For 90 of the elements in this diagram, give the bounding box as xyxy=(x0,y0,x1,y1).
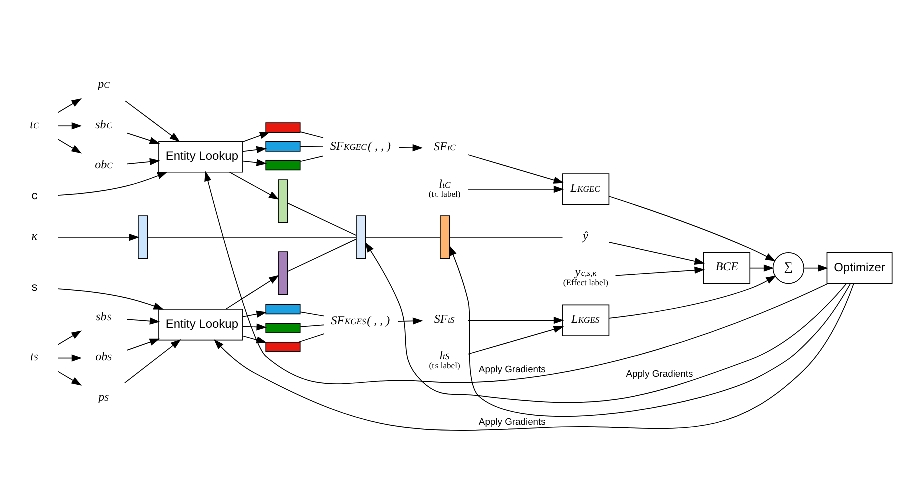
node-box: LKGEC xyxy=(562,173,610,205)
arrow xyxy=(242,323,268,330)
node-text: tC xyxy=(30,116,40,131)
arrow xyxy=(608,196,776,262)
arrow xyxy=(750,264,774,272)
arrow xyxy=(58,138,82,154)
arrow xyxy=(204,170,828,384)
node-text: ŷ xyxy=(583,228,588,242)
arrow xyxy=(804,264,828,272)
node-text: SFtC xyxy=(434,139,456,154)
node-text: ltC xyxy=(439,176,451,190)
arrow xyxy=(242,146,268,153)
arrow xyxy=(125,100,180,142)
connector xyxy=(300,155,324,162)
node-bar xyxy=(266,342,301,352)
node-text: SFtS xyxy=(434,311,455,326)
edge-label: Apply Gradients xyxy=(478,415,546,426)
arrow xyxy=(468,316,564,324)
node-bar xyxy=(266,122,301,132)
node-text: sbS xyxy=(96,308,112,323)
arrow xyxy=(609,275,776,318)
arrow xyxy=(242,310,268,318)
node-text: c xyxy=(32,188,38,202)
node-text: pC xyxy=(98,76,110,91)
node-bar xyxy=(356,215,366,259)
node-box: Entity Lookup xyxy=(158,308,244,340)
connector xyxy=(288,202,357,236)
arrow xyxy=(126,158,160,165)
arrow xyxy=(398,317,424,324)
node-bar xyxy=(138,215,148,259)
arrow xyxy=(126,317,160,324)
connector xyxy=(288,238,357,272)
arrow xyxy=(365,242,847,403)
connector xyxy=(300,311,325,316)
arrow xyxy=(58,354,82,362)
node-bar xyxy=(266,322,301,333)
connector xyxy=(300,131,324,138)
node-box: LKGES xyxy=(562,304,610,336)
arrow xyxy=(615,266,706,276)
node-text: obC xyxy=(95,157,113,172)
connector xyxy=(298,333,325,342)
arrow xyxy=(242,158,268,166)
node-text: sbC xyxy=(96,116,112,131)
node-text: pS xyxy=(98,389,109,404)
node-text: tS xyxy=(30,349,38,364)
arrow xyxy=(450,245,852,417)
connector xyxy=(300,324,325,327)
arrow xyxy=(58,288,164,310)
connector xyxy=(148,236,357,238)
arrow xyxy=(468,154,564,184)
node-box: BCE xyxy=(703,252,751,284)
node-text: SFKGEC( , , ) xyxy=(330,138,392,152)
connector xyxy=(300,146,324,148)
node-box: Entity Lookup xyxy=(158,140,244,172)
arrow xyxy=(242,132,270,142)
arrow xyxy=(124,339,182,384)
edge-label: Apply Gradients xyxy=(478,363,546,374)
arrow xyxy=(226,274,280,310)
arrow xyxy=(58,370,82,386)
edge-label: Apply Gradients xyxy=(626,367,694,378)
node-text: obS xyxy=(96,349,112,364)
node-text: yc,s,κ xyxy=(575,264,597,279)
node-bar xyxy=(278,251,288,295)
arrow xyxy=(242,335,268,344)
node-circle: ∑ xyxy=(772,252,805,284)
node-box: Optimizer xyxy=(826,252,893,284)
node-text: SFKGES( , , ) xyxy=(331,313,390,328)
node-text: ltS xyxy=(440,348,450,362)
node-bar xyxy=(266,141,301,152)
arrow xyxy=(229,171,280,200)
node-bar xyxy=(440,215,450,259)
node-bar xyxy=(266,160,301,170)
connector xyxy=(450,236,564,238)
connector xyxy=(366,236,441,238)
arrow xyxy=(468,326,564,354)
arrow xyxy=(58,233,140,241)
arrow xyxy=(608,242,706,264)
node-bar xyxy=(278,179,288,223)
arrow xyxy=(468,185,564,193)
arrow xyxy=(58,98,82,113)
arrow xyxy=(126,132,160,144)
arrow xyxy=(398,144,424,152)
arrow xyxy=(58,122,82,130)
arrow xyxy=(214,283,854,430)
arrow xyxy=(126,338,160,350)
node-text: κ xyxy=(32,228,38,242)
arrow xyxy=(58,172,168,196)
node-text: s xyxy=(32,280,38,294)
node-bar xyxy=(266,304,301,314)
arrow xyxy=(58,330,82,345)
